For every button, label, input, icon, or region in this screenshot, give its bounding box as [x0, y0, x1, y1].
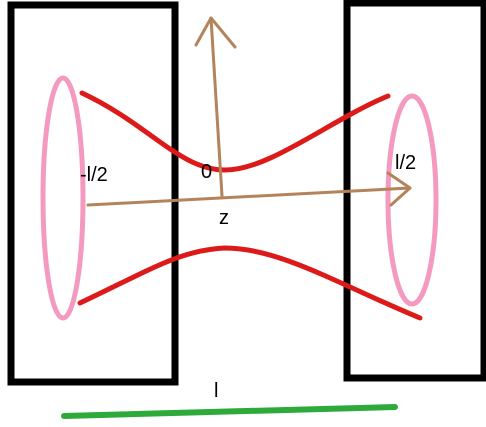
vertical-axis — [209, 16, 224, 198]
z-axis-label: z — [219, 207, 229, 229]
right-beam-ellipse — [385, 93, 439, 307]
origin-label: 0 — [201, 161, 212, 183]
z-axis-arrowhead — [386, 171, 412, 207]
z-axis — [86, 186, 412, 207]
length-bar — [61, 404, 398, 419]
length-label: l — [214, 380, 218, 402]
beam-upper-edge — [79, 90, 391, 173]
left-end-label: -l/2 — [80, 164, 108, 186]
beam-lower-edge — [77, 245, 423, 321]
vertical-axis-arrowhead — [194, 16, 237, 49]
left-mirror-box — [7, 1, 179, 386]
right-end-label: l/2 — [395, 152, 416, 174]
left-beam-ellipse — [40, 75, 86, 321]
